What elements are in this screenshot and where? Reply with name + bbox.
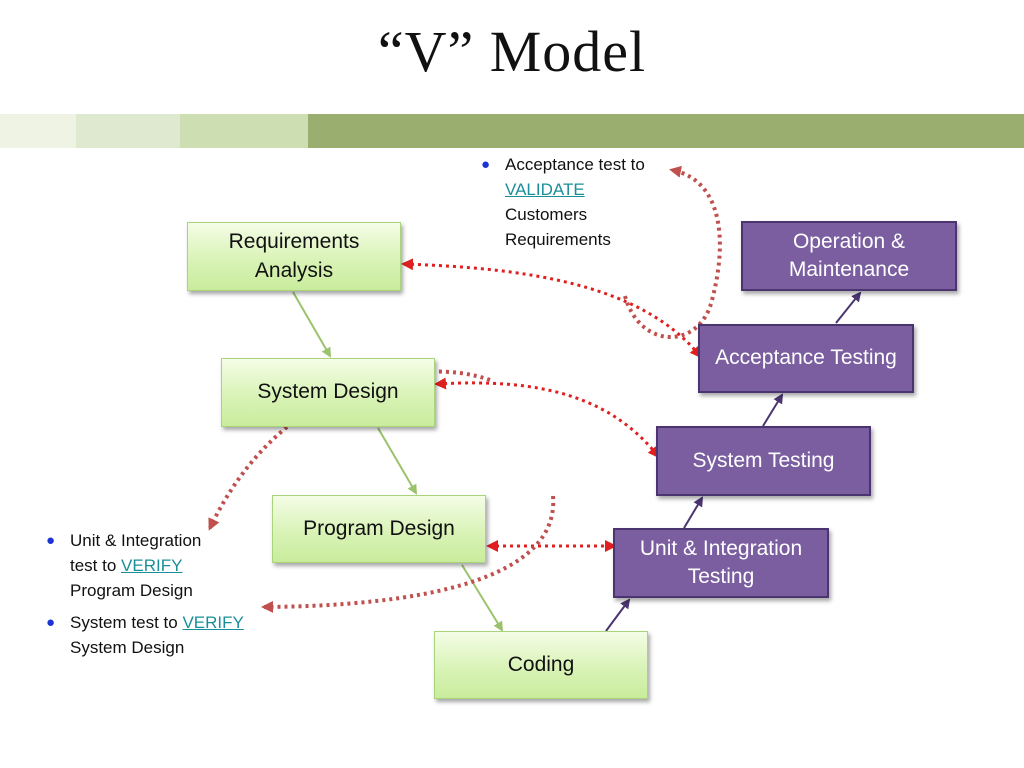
band-segment-4 [308, 114, 1024, 148]
note-unit-line1: Unit & Integration [70, 531, 202, 550]
note-system-line2: System Design [70, 638, 185, 657]
dotted-link-requirements-acceptance [401, 258, 702, 359]
flow-arrow-req-to-system [292, 291, 332, 358]
flow-arrow-program-to-coding [461, 564, 504, 632]
box-acceptance-testing: Acceptance Testing [698, 324, 914, 393]
dotted-link-system-design-system-testing [434, 377, 660, 459]
box-unit-integration-testing: Unit & Integration Testing [613, 528, 829, 598]
validate-link[interactable]: VALIDATE [505, 180, 585, 199]
note-unit-line3: Program Design [70, 581, 193, 600]
flow-arrow-system-to-program [377, 427, 418, 495]
box-coding: Coding [434, 631, 648, 699]
band-segment-3 [180, 114, 308, 148]
note-unit-line2-text: test to [70, 556, 117, 575]
slide-title: “V” Model [377, 19, 647, 84]
bullet-icon: ● [46, 532, 56, 549]
verify-link-system[interactable]: VERIFY [182, 613, 244, 632]
note-acceptance: ● Acceptance test to VALIDATE Customers … [481, 152, 695, 252]
note-unit-integration: ● Unit & Integration test to VERIFY Prog… [46, 528, 250, 603]
bullet-icon: ● [481, 156, 491, 173]
flow-arrow-system-testing-to-acceptance [762, 393, 784, 427]
note-acceptance-line1: Acceptance test to [505, 155, 645, 174]
flow-arrow-coding-to-unit [605, 598, 631, 632]
band-segment-2 [76, 114, 180, 148]
note-acceptance-line3: Customers [505, 205, 588, 224]
box-requirements-analysis: Requirements Analysis [187, 222, 401, 291]
bullet-icon: ● [46, 614, 56, 631]
box-system-design: System Design [221, 358, 435, 427]
note-system-test: ● System test to VERIFY System Design [46, 610, 270, 660]
box-program-design: Program Design [272, 495, 486, 563]
flow-arrow-acceptance-to-operation [835, 291, 862, 324]
band-segment-1 [0, 114, 76, 148]
box-system-testing: System Testing [656, 426, 871, 496]
note-system-line1-text: System test to [70, 613, 178, 632]
box-operation-maintenance: Operation & Maintenance [741, 221, 957, 291]
flow-arrow-unit-to-system-testing [683, 496, 704, 529]
verify-link-program[interactable]: VERIFY [121, 556, 183, 575]
dotted-pointer-acceptance-note [623, 165, 722, 339]
note-acceptance-line4: Requirements [505, 230, 611, 249]
